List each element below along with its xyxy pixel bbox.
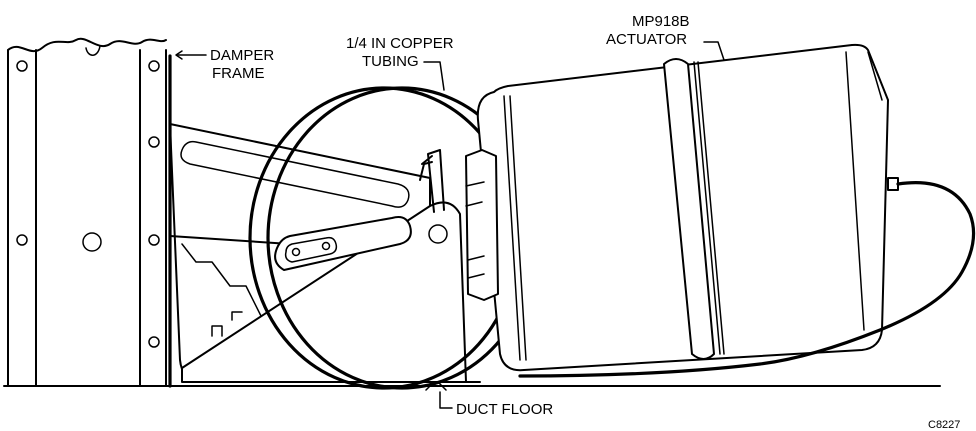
- crank-plate: [181, 201, 467, 383]
- damper-frame-label-line1: DAMPER: [210, 47, 274, 64]
- actuator-label-line1: MP918B: [632, 13, 690, 30]
- damper-frame: [7, 37, 172, 388]
- copper-tubing-label-line2: TUBING: [362, 53, 419, 70]
- shaft-clip: [419, 149, 445, 213]
- actuator-label-line2: ACTUATOR: [606, 31, 687, 48]
- copper-tubing-label-line1: 1/4 IN COPPER: [346, 35, 454, 52]
- duct-floor-label: DUCT FLOOR: [456, 401, 553, 418]
- figure-code: C8227: [928, 419, 960, 431]
- linkage-arm: [274, 216, 412, 271]
- damper-frame-label-line2: FRAME: [212, 65, 265, 82]
- actuator-body: [465, 43, 889, 372]
- callout-leaders: [175, 41, 725, 409]
- tubing-connector: [518, 177, 976, 378]
